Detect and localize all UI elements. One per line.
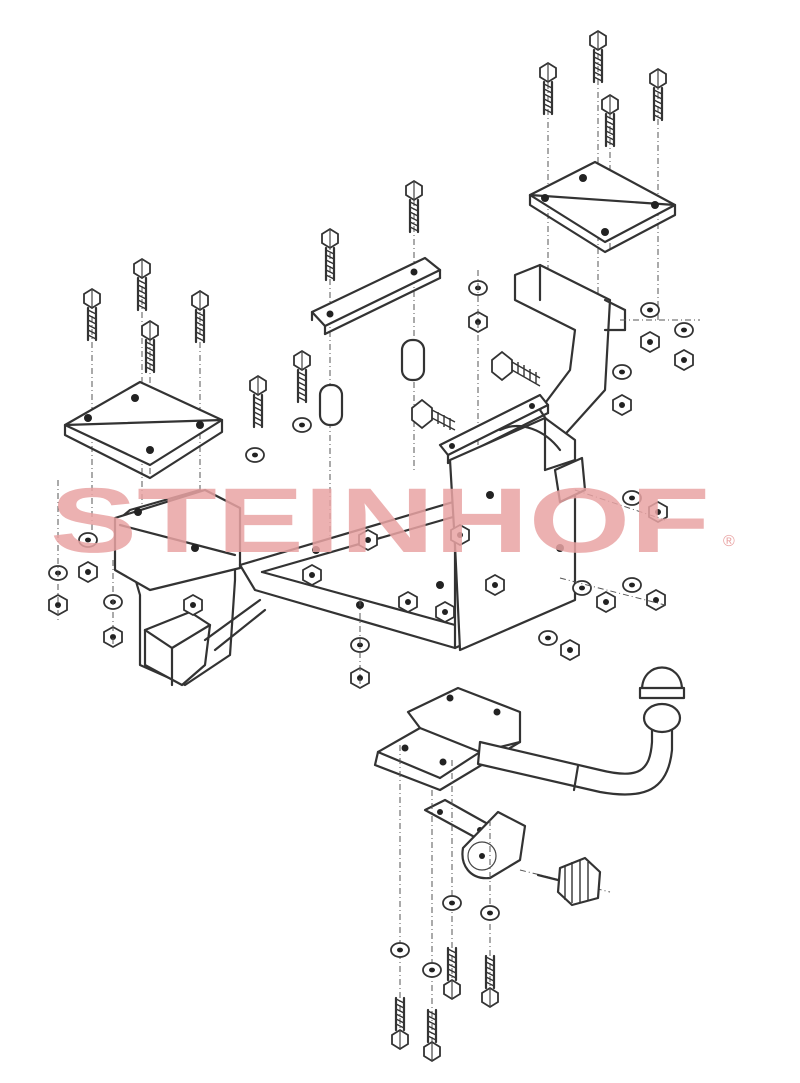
tow-ball-icon [642,702,682,734]
top-right-plate-group [528,29,677,330]
ball-cap-icon [640,666,684,692]
hitch-and-ball-arm [373,666,686,796]
tow-bar-main-frame [113,416,587,687]
right-hardware [350,489,668,690]
socket-plug-group [423,798,611,907]
lower-bolt-stack [390,745,500,1063]
left-hardware [48,480,123,650]
middle-strap-group [245,179,442,560]
top-left-plate-group [63,257,224,560]
